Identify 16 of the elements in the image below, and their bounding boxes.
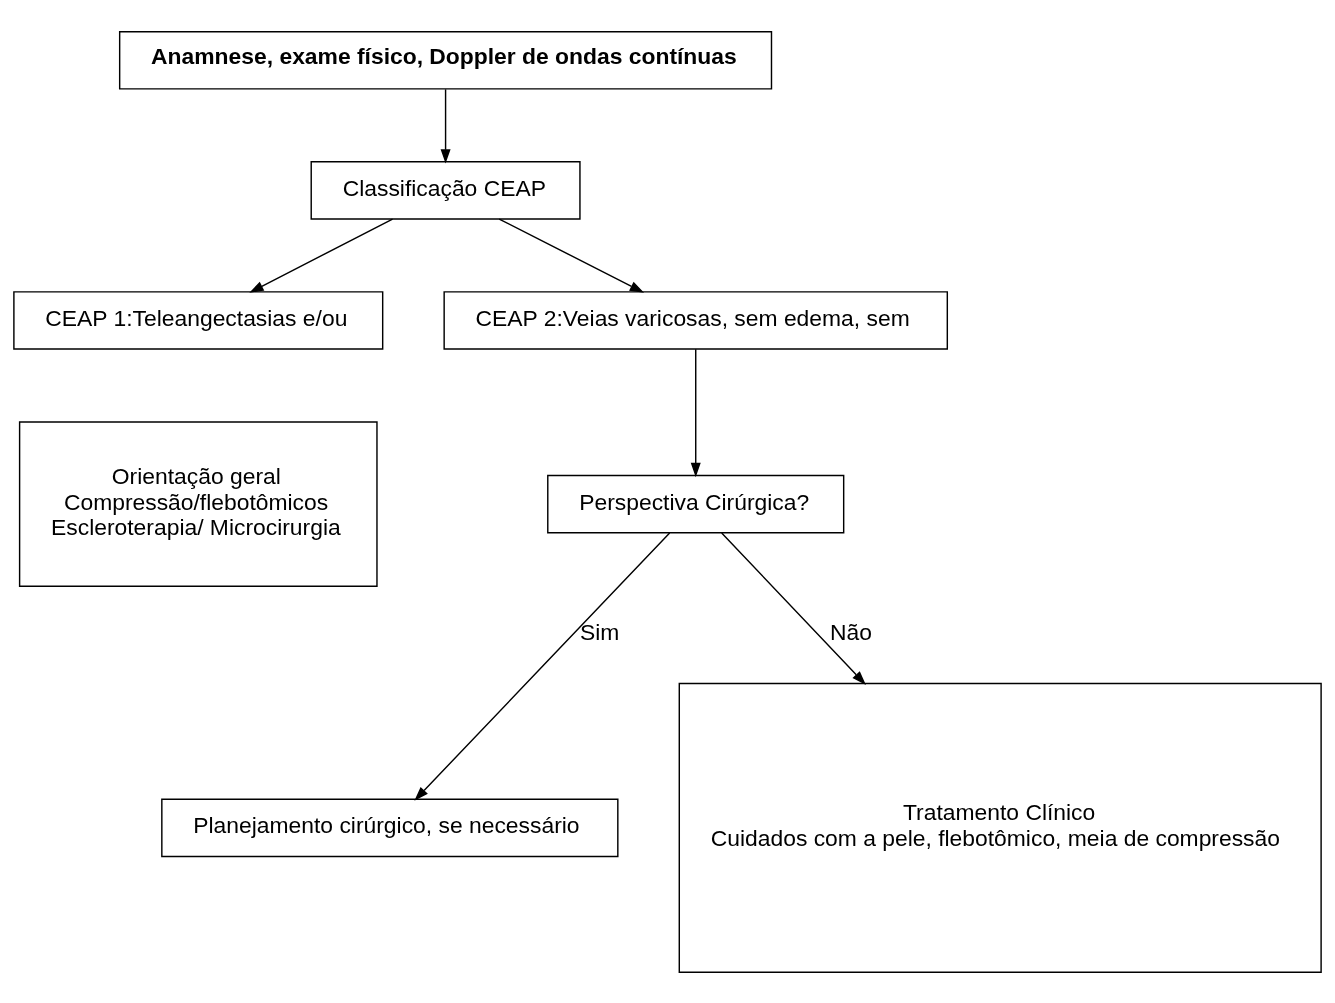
arrow <box>720 531 866 685</box>
arrow <box>249 217 394 293</box>
node-box: CEAP 2:Veias varicosas, sem edema, sem <box>443 290 949 350</box>
node-box: Anamnese, exame físico, Doppler de ondas contínuas <box>118 30 773 90</box>
node-box: CEAP 1:Teleangectasias e/ou <box>13 290 384 350</box>
node-box: Tratamento Clínico Cuidados com a pele, flebotômico, meia de compressão <box>678 682 1322 973</box>
node-box: Orientação geral Compressão/flebotômicos Escleroterapia/ Microcirurgia <box>18 420 378 587</box>
node-box: Classificação CEAP <box>310 160 581 220</box>
arrow <box>414 531 671 801</box>
edge-label: Sim <box>579 618 620 645</box>
arrow <box>440 88 451 164</box>
arrow <box>690 348 701 477</box>
arrow <box>498 217 645 293</box>
node-box: Perspectiva Cirúrgica? <box>547 474 845 533</box>
node-box: Planejamento cirúrgico, se necessário <box>161 798 619 857</box>
edge-label: Não <box>830 618 873 645</box>
